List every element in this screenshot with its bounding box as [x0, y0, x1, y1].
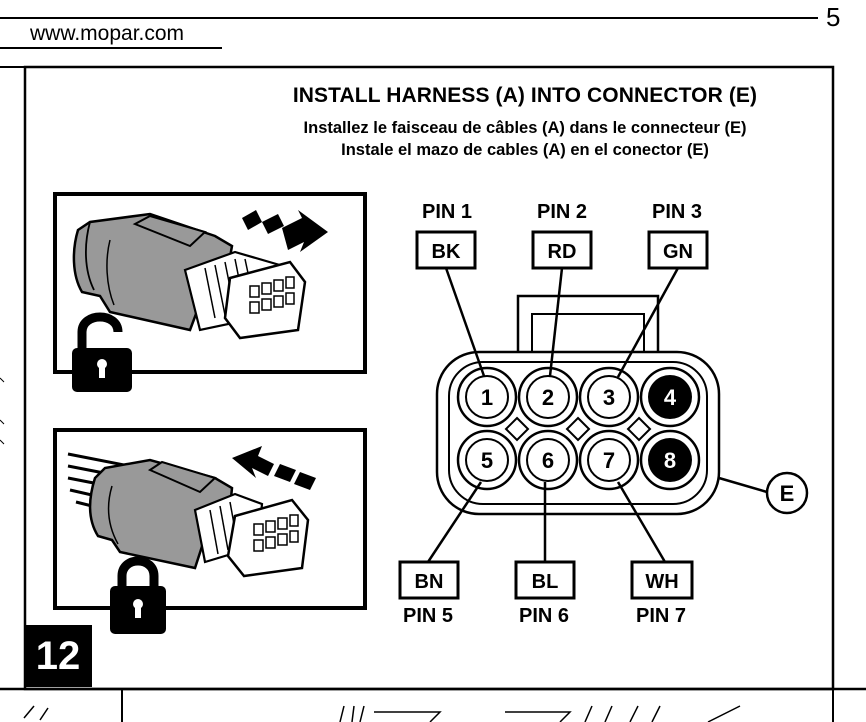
cavity-2: 2 [542, 385, 554, 410]
unlocked-padlock-icon [72, 312, 132, 392]
pin-7-label: PIN 7 [636, 605, 686, 627]
website-underline [0, 47, 222, 49]
pin-6-label: PIN 6 [519, 605, 569, 627]
header-rule [0, 17, 818, 19]
step-number-badge: 12 [24, 625, 92, 687]
pin-1-label: PIN 1 [422, 201, 472, 223]
locked-connector-image [53, 428, 367, 634]
cavity-7: 7 [603, 448, 615, 473]
unlocked-connector-image [53, 192, 367, 392]
wire-color-gn: GN [663, 241, 693, 263]
connector-label-e: E [780, 481, 795, 506]
pin-3-label: PIN 3 [652, 201, 702, 223]
cavity-1: 1 [481, 385, 493, 410]
page-number: 5 [826, 2, 841, 32]
pin-2-label: PIN 2 [537, 201, 587, 223]
instruction-title-es: Instale el mazo de cables (A) en el cone… [341, 141, 709, 159]
wire-color-bl: BL [532, 571, 559, 593]
next-step-partial-art [23, 705, 741, 722]
wire-color-wh: WH [645, 571, 678, 593]
connector-pin-diagram: PIN 1 PIN 2 PIN 3 BK RD GN [398, 201, 809, 627]
instruction-title-en: INSTALL HARNESS (A) INTO CONNECTOR (E) [292, 84, 758, 107]
cavity-8: 8 [664, 448, 676, 473]
cavity-6: 6 [542, 448, 554, 473]
website-url: www.mopar.com [30, 22, 185, 45]
locked-padlock-icon [110, 556, 166, 634]
pin-5-label: PIN 5 [403, 605, 453, 627]
wire-color-bk: BK [432, 241, 461, 263]
instruction-title-fr: Installez le faisceau de câbles (A) dans… [303, 119, 747, 137]
cavity-4: 4 [664, 385, 677, 410]
wire-color-rd: RD [548, 241, 577, 263]
cavity-3: 3 [603, 385, 615, 410]
wire-color-bn: BN [415, 571, 444, 593]
cavity-5: 5 [481, 448, 493, 473]
